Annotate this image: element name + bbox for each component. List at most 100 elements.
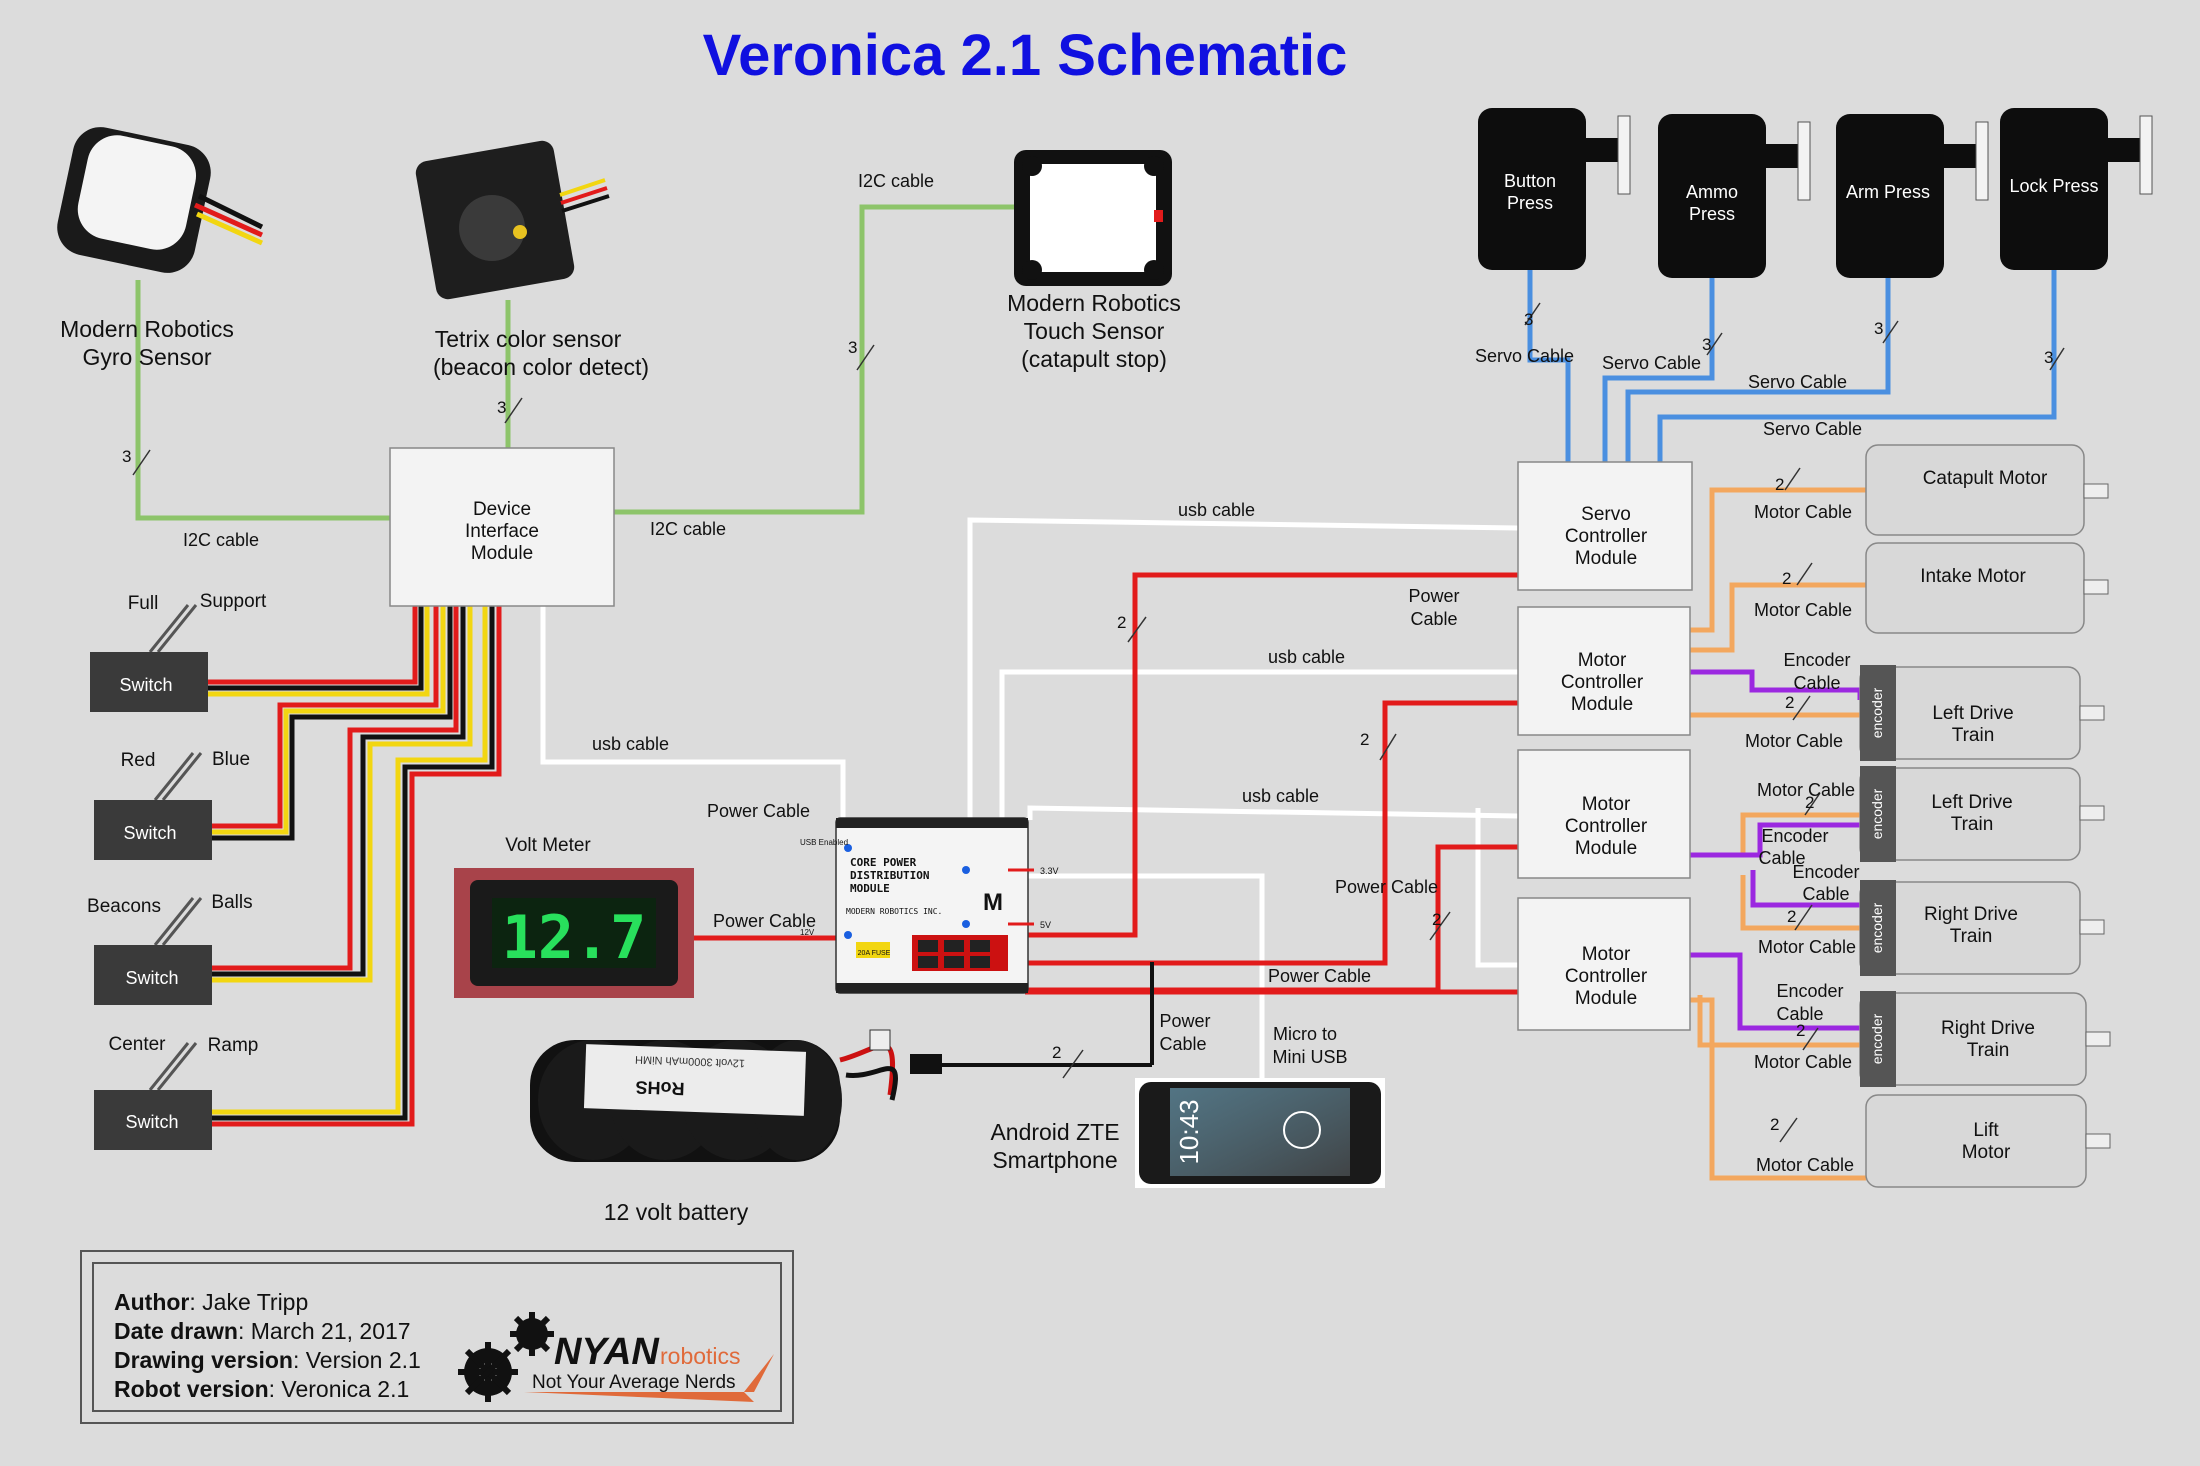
servo-arm-press: Arm Press: [1836, 114, 1989, 278]
motor-controller-module-2: Motor Controller Module: [1517, 749, 1691, 879]
encoder-label-1b: Cable: [1793, 673, 1840, 693]
svg-text:3: 3: [1524, 310, 1533, 329]
switch-harness-1: [208, 606, 430, 697]
motor-cable-label-3: Motor Cable: [1745, 731, 1843, 751]
power-cable-label-motor3: Power Cable: [1268, 966, 1371, 986]
drawing-version-value: Version 2.1: [305, 1347, 421, 1373]
volt-reading: 12.7: [502, 903, 647, 973]
encoder-label-4b: Cable: [1776, 1004, 1823, 1024]
svg-text:3: 3: [497, 398, 506, 417]
motor-cable-label-6: Motor Cable: [1754, 1052, 1852, 1072]
svg-text:Support: Support: [200, 591, 267, 612]
motor-cables: [1690, 487, 1866, 1181]
svg-text:3: 3: [1702, 335, 1711, 354]
motor-left-drive-1: encoder Left Drive Train: [1859, 665, 2105, 761]
motor-intake: Intake Motor: [1865, 542, 2109, 634]
motor-cable-label-7: Motor Cable: [1756, 1155, 1854, 1175]
svg-text:5V: 5V: [1040, 920, 1051, 930]
svg-text:3: 3: [1874, 319, 1883, 338]
svg-text:CORE POWER: CORE POWER: [850, 856, 917, 869]
power-cable-label-pdm-top: Power Cable: [707, 801, 810, 821]
power-cable-label-volt: Power Cable: [713, 911, 816, 931]
core-power-distribution-module: CORE POWER DISTRIBUTION MODULE MODERN RO…: [800, 817, 1059, 994]
phone-label-1: Android ZTE: [990, 1119, 1119, 1145]
svg-text:Module: Module: [1571, 694, 1633, 715]
switch-red-blue: Switch Red Blue: [94, 749, 250, 860]
servo-cable-label-4: Servo Cable: [1763, 419, 1862, 439]
svg-text:3: 3: [122, 447, 131, 466]
micro-usb-label-1: Micro to: [1273, 1024, 1337, 1044]
gyro-label-2: Gyro Sensor: [82, 344, 211, 370]
color-label-1: Tetrix color sensor: [435, 326, 622, 352]
usb-label-motor2: usb cable: [1242, 786, 1319, 806]
svg-text:USB Enabled: USB Enabled: [800, 838, 848, 847]
title-block-inner: Author: Jake Tripp Date drawn: March 21,…: [92, 1262, 782, 1412]
motor-right-drive-1: encoder Right Drive Train: [1859, 880, 2105, 976]
switch-harness-4: [212, 606, 502, 1127]
motor-cable-label-4: Motor Cable: [1757, 780, 1855, 800]
svg-text:Controller: Controller: [1565, 816, 1648, 837]
svg-text:Lock Press: Lock Press: [2009, 176, 2098, 196]
svg-text:3: 3: [2044, 348, 2053, 367]
robot-version-line: Robot version: Veronica 2.1: [114, 1376, 410, 1402]
date-line: Date drawn: March 21, 2017: [114, 1318, 411, 1344]
motor-cable-label-2: Motor Cable: [1754, 600, 1852, 620]
encoder-label-2a: Encoder: [1761, 826, 1828, 846]
author-value: Jake Tripp: [202, 1289, 309, 1315]
svg-text:Switch: Switch: [125, 1112, 178, 1132]
encoder-label-3a: Encoder: [1792, 862, 1859, 882]
motor-right-drive-2: encoder Right Drive Train: [1859, 991, 2111, 1087]
svg-text:Train: Train: [1967, 1040, 2010, 1061]
svg-text:Ammo: Ammo: [1686, 182, 1738, 202]
motor-lift: Lift Motor: [1865, 1094, 2111, 1188]
svg-text:Press: Press: [1507, 193, 1553, 213]
switch-harness-2: [212, 606, 453, 841]
drawing-version-line: Drawing version: Version 2.1: [114, 1347, 421, 1373]
svg-text:3: 3: [848, 338, 857, 357]
svg-text:Blue: Blue: [212, 749, 250, 770]
servo-lock-press: Lock Press: [2000, 108, 2153, 270]
usb-label-dim: usb cable: [592, 734, 669, 754]
svg-text:Beacons: Beacons: [87, 896, 161, 917]
touch-label-3: (catapult stop): [1021, 346, 1167, 372]
switch-center-ramp: Switch Center Ramp: [94, 1034, 258, 1150]
device-interface-module: Device Interface Module: [389, 447, 615, 607]
svg-text:Motor: Motor: [1962, 1142, 2011, 1163]
i2c-cables: [135, 204, 1030, 521]
power-cables: [694, 572, 1518, 995]
author-line: Author: Jake Tripp: [114, 1289, 309, 1315]
servo-button-press: Button Press: [1478, 108, 1631, 270]
svg-text:Switch: Switch: [119, 675, 172, 695]
switch-full-support: Switch Full Support: [90, 591, 267, 712]
color-label-2: (beacon color detect): [433, 354, 649, 380]
svg-text:Controller: Controller: [1565, 966, 1648, 987]
phone-time: 10:43: [1174, 1099, 1204, 1164]
page-title: Veronica 2.1 Schematic: [703, 23, 1348, 88]
svg-text:RoHS: RoHS: [635, 1077, 685, 1099]
svg-text:Balls: Balls: [211, 892, 252, 913]
svg-text:2: 2: [1360, 730, 1369, 749]
svg-text:Train: Train: [1952, 725, 1995, 746]
motor-catapult: Catapult Motor: [1865, 444, 2109, 536]
color-sensor: Tetrix color sensor (beacon color detect…: [415, 140, 649, 380]
i2c-label-gyro: I2C cable: [183, 530, 259, 550]
svg-text:2: 2: [1805, 793, 1814, 812]
svg-text:12V: 12V: [800, 928, 815, 937]
motor-cable-label-5: Motor Cable: [1758, 937, 1856, 957]
wire-count-numbers: 3 3 3 3 3 3 3 2 2 2 2 2 2 2 2 2 2 2: [122, 310, 2053, 1134]
svg-text:Module: Module: [471, 543, 533, 564]
svg-text:Module: Module: [1575, 548, 1637, 569]
svg-text:Center: Center: [108, 1034, 166, 1055]
servo-cable-label-1: Servo Cable: [1475, 346, 1574, 366]
svg-text:Switch: Switch: [123, 823, 176, 843]
svg-text:Controller: Controller: [1561, 672, 1644, 693]
svg-text:Train: Train: [1950, 926, 1993, 947]
svg-text:2: 2: [1117, 613, 1126, 632]
servo-controller-module: Servo Controller Module: [1517, 461, 1693, 591]
svg-text:Intake Motor: Intake Motor: [1920, 566, 2026, 587]
svg-text:Button: Button: [1504, 171, 1556, 191]
volt-meter: 12.7 Volt Meter: [454, 835, 694, 998]
switch-harness-3: [212, 606, 473, 983]
